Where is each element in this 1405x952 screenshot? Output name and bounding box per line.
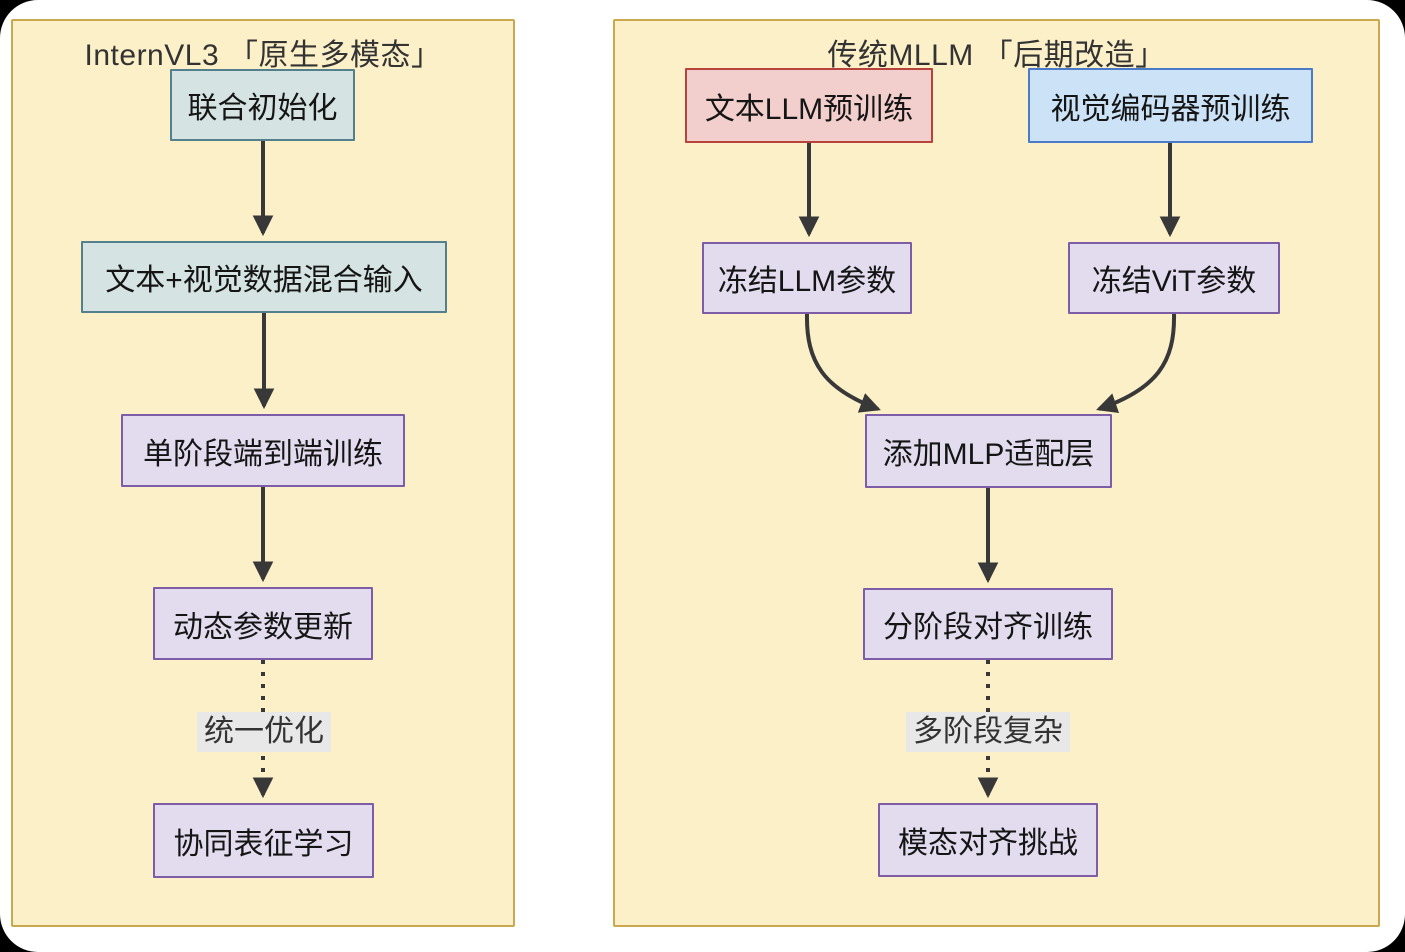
node-modality-align-challenge-label: 模态对齐挑战 <box>898 827 1078 860</box>
node-collab-repr-label: 协同表征学习 <box>173 827 354 861</box>
node-vision-encoder-pretrain: 视觉编码器预训练 <box>1028 68 1313 143</box>
node-add-mlp-adapter-label: 添加MLP适配层 <box>882 438 1095 471</box>
node-mixed-input: 文本+视觉数据混合输入 <box>81 241 447 313</box>
node-freeze-llm-label: 冻结LLM参数 <box>717 265 897 298</box>
node-dynamic-update: 动态参数更新 <box>153 587 373 660</box>
panel-title-internvl3: InternVL3 「原生多模态」 <box>84 39 442 72</box>
node-joint-init: 联合初始化 <box>170 69 355 141</box>
node-freeze-vit: 冻结ViT参数 <box>1068 242 1280 314</box>
node-mixed-input-label: 文本+视觉数据混合输入 <box>105 264 423 297</box>
node-single-stage-label: 单阶段端到端训练 <box>143 437 383 471</box>
node-freeze-llm: 冻结LLM参数 <box>702 242 912 314</box>
node-add-mlp-adapter: 添加MLP适配层 <box>865 414 1112 488</box>
edge-label-unified-optimization: 统一优化 <box>197 712 331 752</box>
node-text-llm-pretrain: 文本LLM预训练 <box>685 68 933 143</box>
node-modality-align-challenge: 模态对齐挑战 <box>878 803 1098 877</box>
panel-title-traditional-mllm: 传统MLLM 「后期改造」 <box>827 39 1166 72</box>
node-freeze-vit-label: 冻结ViT参数 <box>1091 265 1257 298</box>
node-text-llm-pretrain-label: 文本LLM预训练 <box>704 92 914 126</box>
node-staged-align-training: 分阶段对齐训练 <box>863 588 1113 660</box>
node-collab-repr: 协同表征学习 <box>153 803 374 878</box>
edge-label-multistage-complex: 多阶段复杂 <box>906 712 1070 752</box>
node-dynamic-update-label: 动态参数更新 <box>173 610 353 644</box>
node-staged-align-training-label: 分阶段对齐训练 <box>883 611 1093 644</box>
node-joint-init-label: 联合初始化 <box>187 92 338 125</box>
node-vision-encoder-pretrain-label: 视觉编码器预训练 <box>1050 92 1291 126</box>
node-single-stage: 单阶段端到端训练 <box>121 414 405 487</box>
